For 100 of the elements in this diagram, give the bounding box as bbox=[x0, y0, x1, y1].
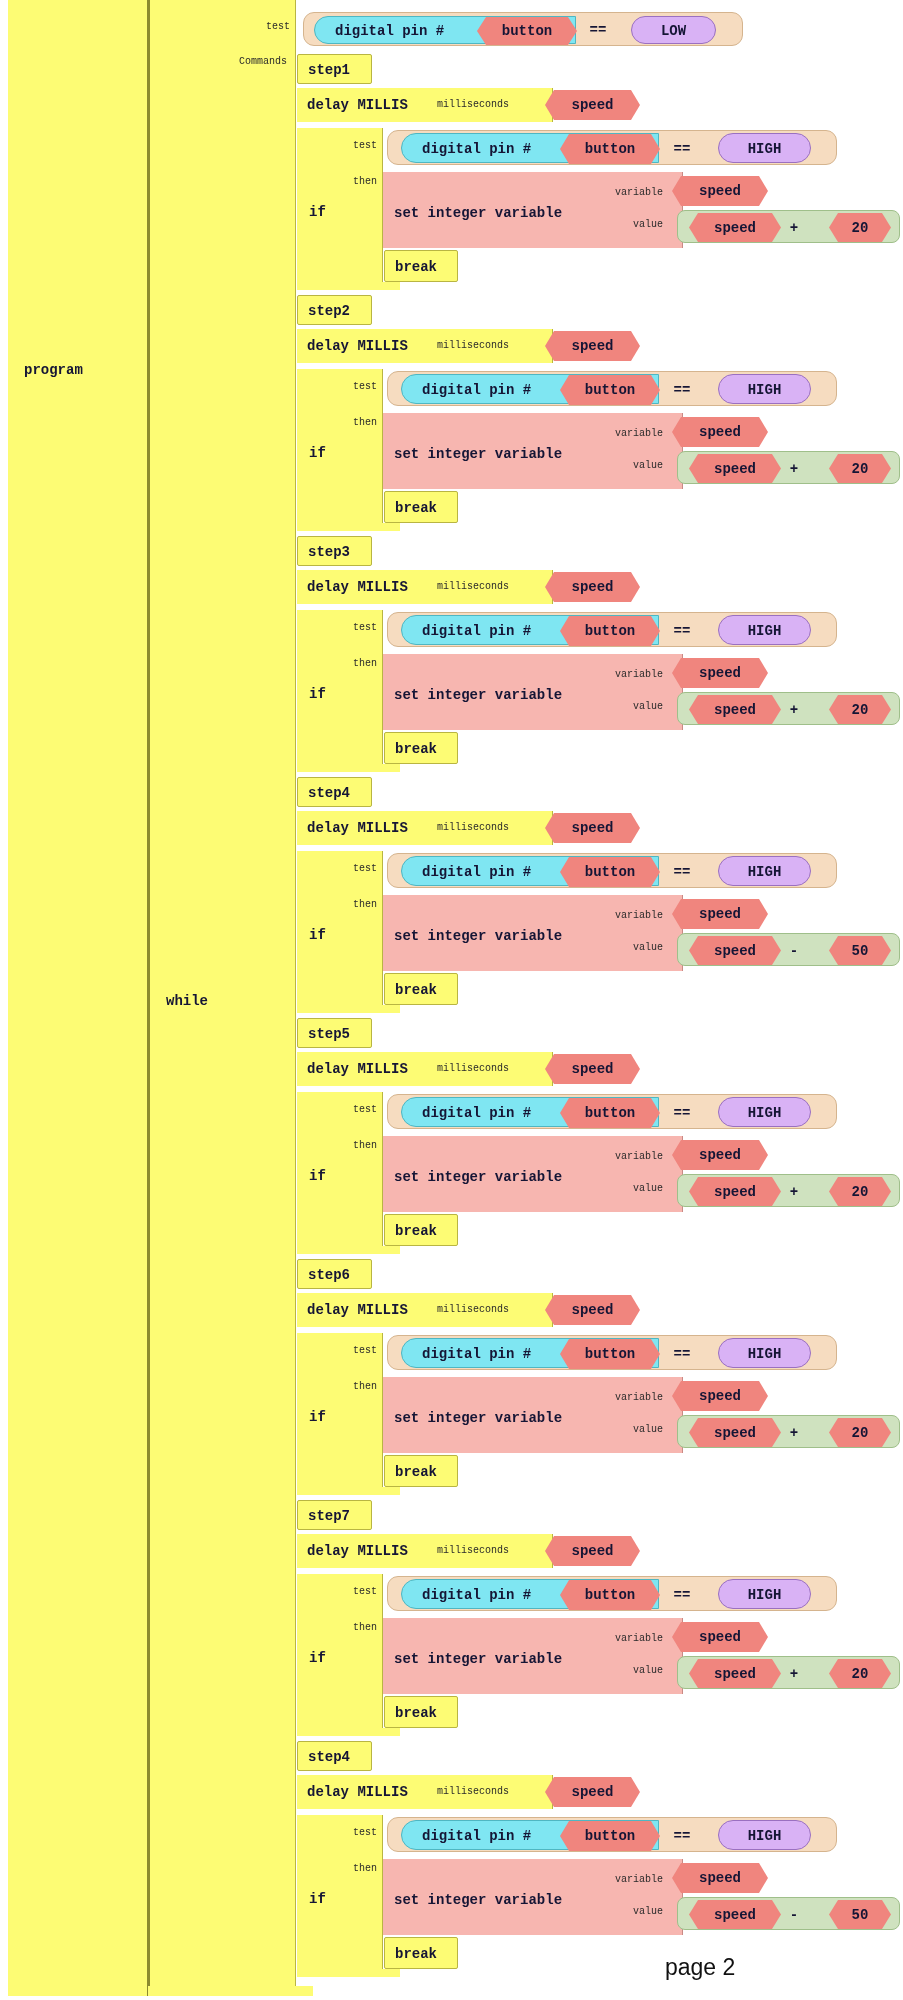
digital-pin-block bbox=[401, 133, 659, 163]
block-label: digital pin # bbox=[422, 865, 532, 879]
comparison-block bbox=[387, 130, 837, 165]
block-label: HIGH bbox=[747, 142, 782, 156]
block-label: variable bbox=[615, 1393, 663, 1403]
block-label: Commands bbox=[239, 57, 287, 67]
constant-block bbox=[718, 1338, 811, 1368]
if-block bbox=[297, 128, 903, 290]
block-label: set integer variable bbox=[394, 1170, 563, 1184]
block-label: step7 bbox=[308, 1509, 350, 1523]
block-label: milliseconds bbox=[437, 582, 509, 592]
block-label: step4 bbox=[308, 1750, 350, 1764]
block-label: 20 bbox=[851, 1425, 869, 1440]
delay-block bbox=[297, 1052, 640, 1086]
block-label: test bbox=[353, 382, 377, 392]
block-label: speed bbox=[699, 1630, 741, 1644]
digital-pin-block bbox=[401, 374, 659, 404]
block-label: button bbox=[584, 1347, 636, 1361]
block-label: 20 bbox=[851, 461, 869, 476]
break-block bbox=[384, 732, 458, 764]
block-label: variable bbox=[615, 188, 663, 198]
digital-pin-block bbox=[401, 1579, 659, 1609]
block-label: step3 bbox=[308, 545, 350, 559]
block-label: if bbox=[309, 1410, 326, 1424]
block-label: button bbox=[584, 383, 636, 397]
block-label: then bbox=[353, 1382, 377, 1392]
block-label: value bbox=[633, 461, 663, 471]
block-label: variable bbox=[615, 1152, 663, 1162]
block-label: test bbox=[353, 1828, 377, 1838]
block-label: == bbox=[589, 23, 607, 37]
block-label: button bbox=[584, 1588, 636, 1602]
block-label: speed bbox=[714, 1425, 756, 1440]
block-label: LOW bbox=[660, 24, 687, 38]
block-label: speed bbox=[571, 1544, 614, 1558]
block-label: 20 bbox=[851, 702, 869, 717]
block-label: set integer variable bbox=[394, 1893, 563, 1907]
block-label: variable bbox=[615, 1875, 663, 1885]
block-label: == bbox=[673, 623, 691, 638]
constant-block bbox=[718, 1579, 811, 1609]
subroutine-block bbox=[297, 54, 372, 84]
if-block bbox=[297, 369, 903, 531]
digital-pin-block bbox=[314, 16, 576, 44]
block-label: value bbox=[633, 1425, 663, 1435]
break-block bbox=[384, 1214, 458, 1246]
block-label: == bbox=[673, 1346, 691, 1361]
variable-block bbox=[560, 134, 660, 164]
block-label: milliseconds bbox=[437, 1305, 509, 1315]
block-label: if bbox=[309, 205, 326, 219]
block-label: break bbox=[395, 501, 437, 515]
delay-block bbox=[297, 811, 640, 845]
block-label: delay MILLIS bbox=[307, 339, 408, 353]
set-variable-block bbox=[383, 1377, 900, 1453]
block-label: step5 bbox=[308, 1027, 350, 1041]
digital-pin-block bbox=[401, 1338, 659, 1368]
block-label: variable bbox=[615, 1634, 663, 1644]
block-label: set integer variable bbox=[394, 1652, 563, 1666]
block-label: delay MILLIS bbox=[307, 98, 408, 112]
block-label: speed bbox=[714, 220, 756, 235]
block-label: if bbox=[309, 446, 326, 460]
comparison-block bbox=[387, 1094, 837, 1129]
block-label: set integer variable bbox=[394, 206, 563, 220]
block-label: test bbox=[353, 1587, 377, 1597]
variable-block bbox=[560, 1580, 660, 1610]
block-label: milliseconds bbox=[437, 1787, 509, 1797]
block-label: then bbox=[353, 177, 377, 187]
block-label: == bbox=[673, 1828, 691, 1843]
block-label: set integer variable bbox=[394, 447, 563, 461]
block-label: break bbox=[395, 1947, 437, 1961]
digital-pin-block bbox=[401, 1097, 659, 1127]
block-label: test bbox=[353, 864, 377, 874]
block-label: speed bbox=[699, 1148, 741, 1162]
subroutine-block bbox=[297, 1741, 372, 1771]
block-label: speed bbox=[699, 1389, 741, 1403]
block-label: variable bbox=[615, 911, 663, 921]
block-label: if bbox=[309, 1169, 326, 1183]
block-label: if bbox=[309, 1651, 326, 1665]
block-label: value bbox=[633, 1907, 663, 1917]
block-label: then bbox=[353, 418, 377, 428]
block-label: delay MILLIS bbox=[307, 821, 408, 835]
block-label: button bbox=[584, 1829, 636, 1843]
block-label: then bbox=[353, 1623, 377, 1633]
block-label: speed bbox=[714, 943, 756, 958]
digital-pin-block bbox=[401, 856, 659, 886]
digital-pin-block bbox=[401, 1820, 659, 1850]
block-label: speed bbox=[571, 1062, 614, 1076]
subroutine-block bbox=[297, 295, 372, 325]
block-label: speed bbox=[699, 907, 741, 921]
block-label: if bbox=[309, 928, 326, 942]
block-label: speed bbox=[571, 821, 614, 835]
block-label: milliseconds bbox=[437, 341, 509, 351]
block-label: break bbox=[395, 1706, 437, 1720]
block-label: milliseconds bbox=[437, 100, 509, 110]
delay-block bbox=[297, 1293, 640, 1327]
if-block bbox=[297, 610, 903, 772]
block-label: + bbox=[789, 1666, 799, 1681]
block-label: speed bbox=[714, 1184, 756, 1199]
block-label: set integer variable bbox=[394, 688, 563, 702]
block-label: milliseconds bbox=[437, 1064, 509, 1074]
block-label: speed bbox=[699, 184, 741, 198]
block-label: HIGH bbox=[747, 1588, 782, 1602]
